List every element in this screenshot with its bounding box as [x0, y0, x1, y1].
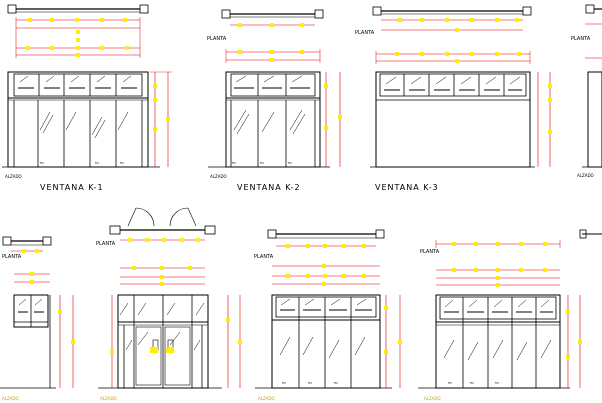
svg-text:FIX: FIX: [260, 161, 264, 165]
bottom-right-alzado-label: ALZADO: [424, 396, 441, 401]
svg-text:FIX: FIX: [495, 381, 499, 385]
door-plan-view: [109, 207, 216, 242]
k2-elevation: FIX FIX FIX: [208, 71, 330, 168]
svg-text:FIX: FIX: [288, 161, 292, 165]
svg-text:FIX: FIX: [120, 161, 124, 165]
svg-text:FIX: FIX: [470, 381, 474, 385]
door-elevation: [98, 294, 222, 389]
door-dimension-side: [110, 295, 242, 388]
k2-planta-label: PLANTA: [207, 36, 227, 42]
svg-text:FIX: FIX: [232, 161, 236, 165]
svg-text:FIX: FIX: [448, 381, 452, 385]
bottom-right-elevation: FIX FIX FIX: [418, 294, 570, 389]
partial-fragment-right-bottom: [579, 229, 602, 239]
k2-dimension-right: [324, 72, 342, 167]
door-alzado-label: ALZADO: [100, 396, 117, 401]
small-window-alzado-label: ALZADO: [2, 396, 19, 401]
k3-elevation: [370, 71, 535, 168]
k2-title: VENTANA K-2: [237, 183, 301, 192]
small-window-dimension-right: [58, 295, 75, 388]
small-window-elevation: [0, 294, 56, 389]
k3-plan-view: [372, 6, 532, 32]
k1-plan-view: [7, 4, 149, 14]
partial-planta-label: PLANTA: [571, 36, 591, 42]
svg-text:FIX: FIX: [282, 381, 286, 385]
k3-dimension-top: [375, 51, 531, 64]
svg-text:FIX: FIX: [308, 381, 312, 385]
svg-text:FIX: FIX: [95, 161, 99, 165]
k1-alzado-label: ALZADO: [5, 174, 22, 179]
k1-title: VENTANA K-1: [40, 183, 104, 192]
partial-alzado-label: ALZADO: [577, 173, 594, 178]
bottom-mid-elevation: FIX FIX FIX: [255, 294, 392, 389]
bottom-right-dimension-right: [566, 295, 582, 388]
door-planta-label: PLANTA: [96, 241, 116, 247]
door-dimension-top: [120, 266, 205, 286]
k3-title: VENTANA K-3: [375, 183, 439, 192]
bottom-right-dimension-top: [436, 268, 560, 287]
small-window-dimension-top: [14, 272, 50, 284]
svg-text:FIX: FIX: [40, 161, 44, 165]
k2-plan-view: [221, 9, 324, 27]
k1-elevation: FIX FIX FIX: [2, 71, 160, 168]
svg-text:FIX: FIX: [334, 381, 338, 385]
bottom-mid-planta-label: PLANTA: [254, 254, 274, 260]
small-window-planta-label: PLANTA: [2, 254, 22, 260]
bottom-mid-alzado-label: ALZADO: [258, 396, 275, 401]
bottom-mid-dimension-top: [272, 264, 380, 286]
k2-dimension-top: [225, 49, 321, 63]
bottom-right-plan-view: [435, 240, 561, 248]
k3-planta-label: PLANTA: [355, 30, 375, 36]
bottom-mid-dimension-right: [384, 295, 402, 388]
k3-dimension-right: [537, 72, 552, 167]
bottom-right-planta-label: PLANTA: [420, 249, 440, 255]
bottom-mid-plan-view: [267, 229, 385, 248]
small-window-plan: [2, 236, 52, 253]
partial-plan-right: [582, 4, 602, 168]
k1-dimension-right: [150, 71, 172, 167]
k2-alzado-label: ALZADO: [210, 174, 227, 179]
k1-dimension-top: [15, 17, 141, 58]
